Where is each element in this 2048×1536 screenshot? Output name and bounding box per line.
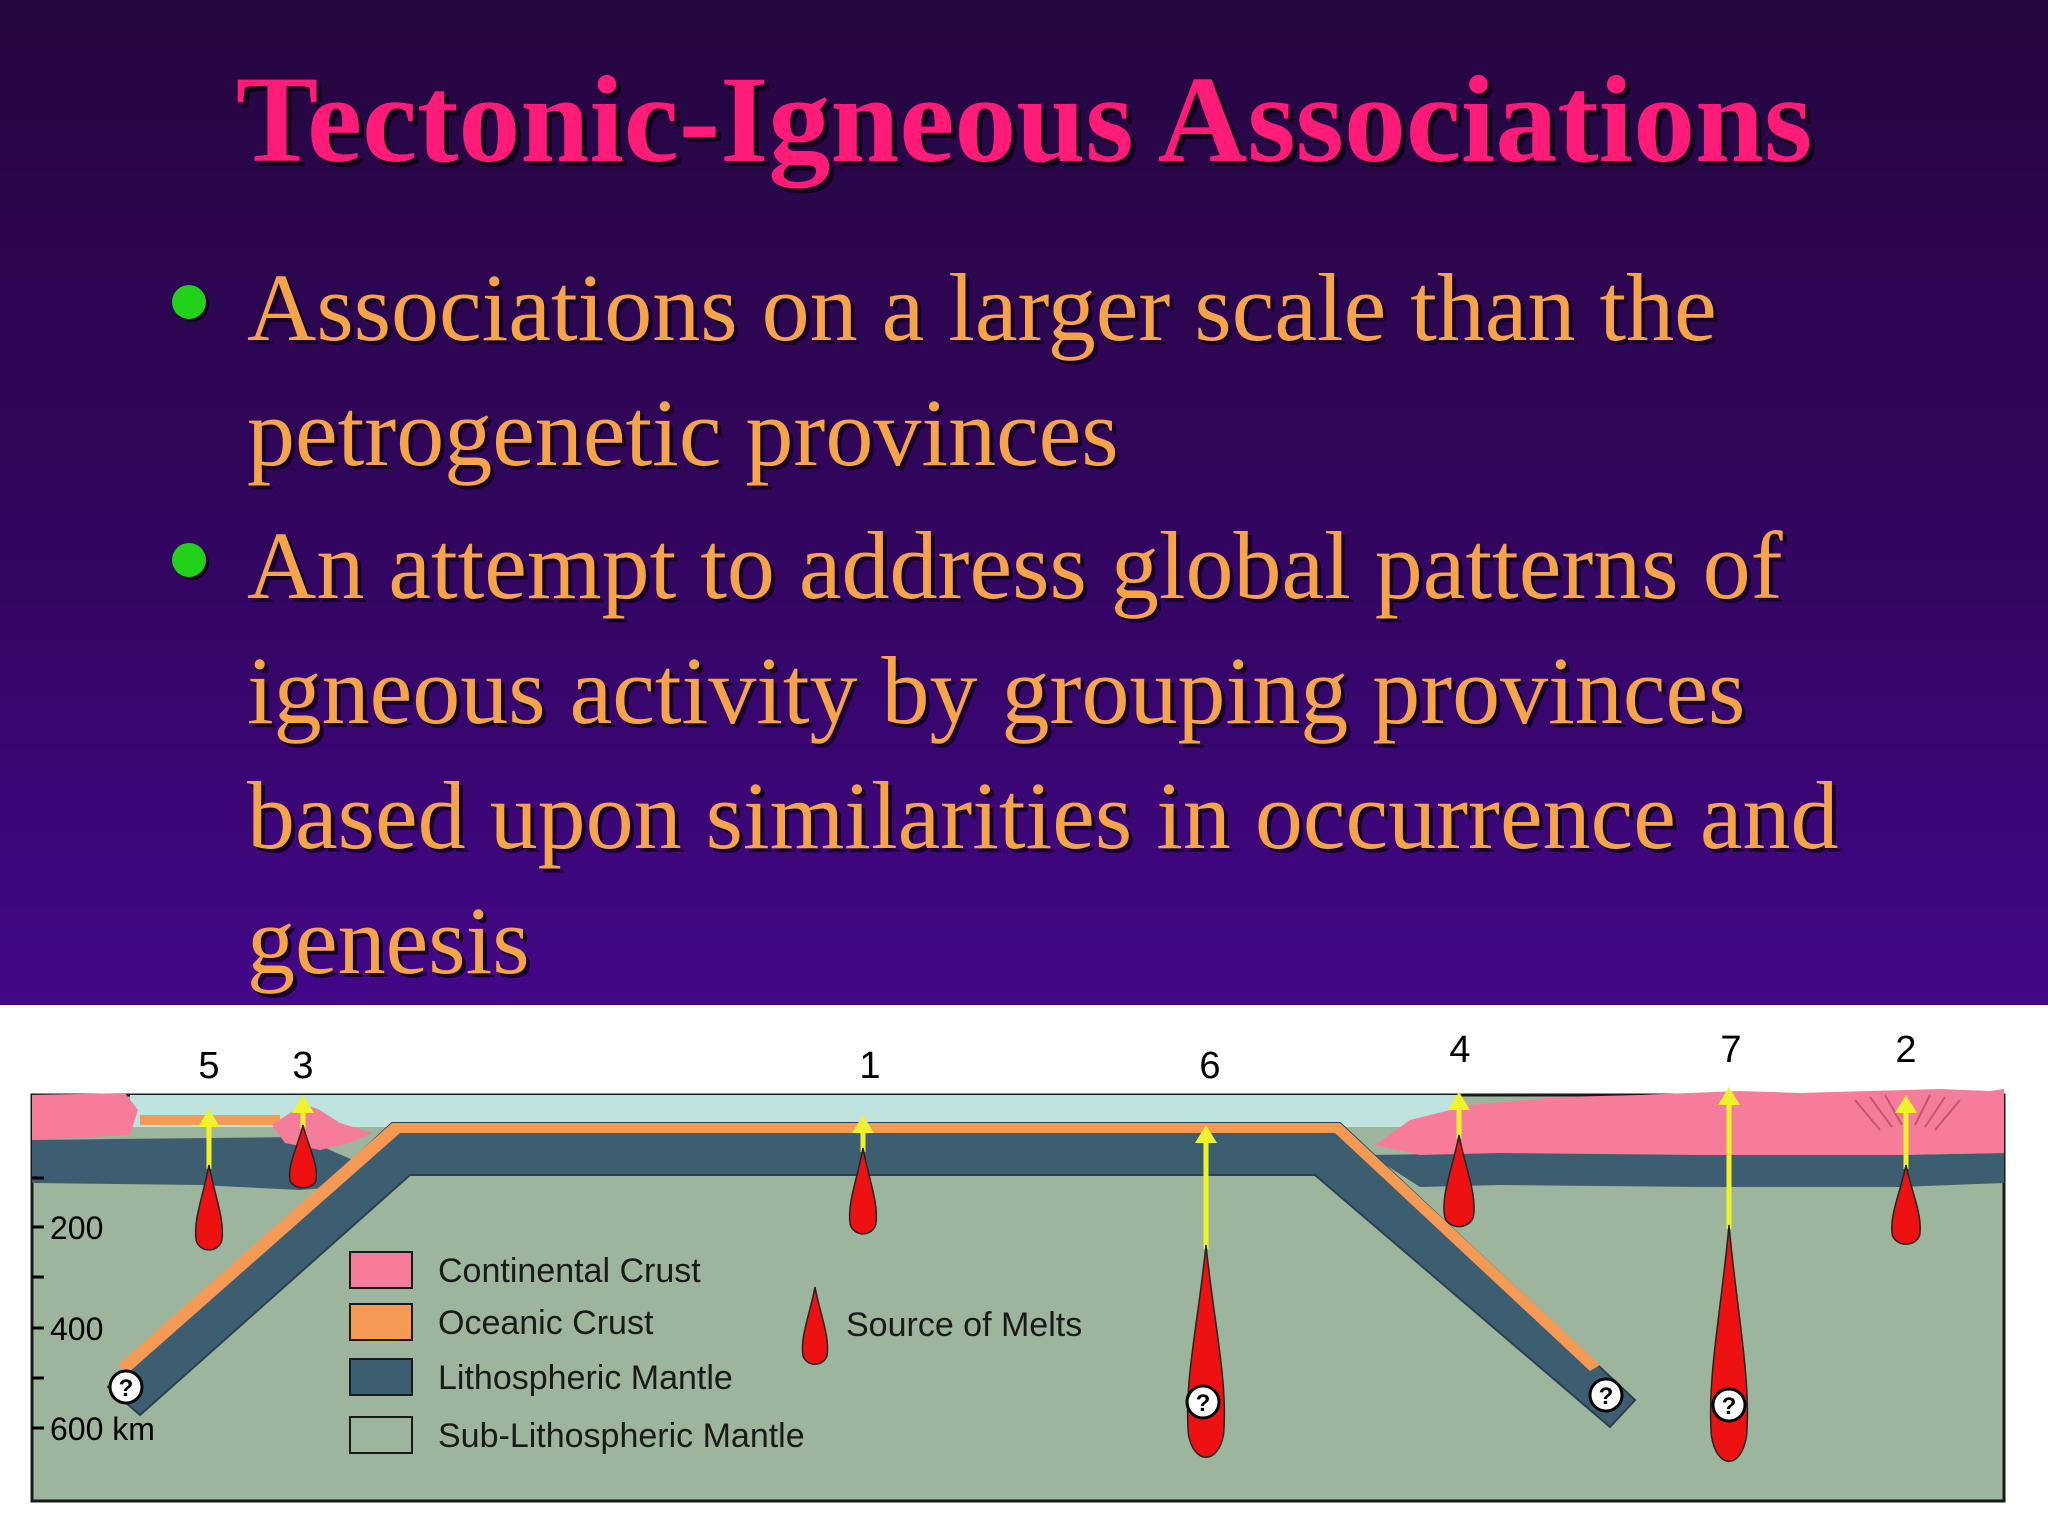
unknown-source-circle	[1185, 1384, 1221, 1420]
site-marker-4: 4	[1449, 1029, 1470, 1071]
legend-swatch-oceanic-crust	[349, 1303, 413, 1341]
right-continental-crust	[1375, 1089, 2004, 1155]
bullet-item: Associations on a larger scale than the …	[0, 245, 2048, 495]
melt-path-arrowhead	[1195, 1125, 1217, 1143]
island-arc-crust	[272, 1105, 372, 1150]
melt-source-drop	[1891, 1164, 1921, 1245]
legend-melt-icon	[801, 1286, 829, 1365]
melt-source-drop	[194, 1164, 224, 1251]
melt-source-drop	[848, 1147, 878, 1235]
bullet-text: Associations on a larger scale than the …	[247, 254, 1717, 486]
slide-background	[0, 0, 2048, 1005]
legend-swatch-lithospheric-mantle	[349, 1358, 413, 1396]
melt-path-arrowhead	[1895, 1095, 1917, 1113]
legend-swatch-sub-lithospheric-mantle	[349, 1416, 413, 1454]
site-marker-1: 1	[859, 1045, 880, 1087]
site-marker-2: 2	[1895, 1029, 1916, 1071]
legend-label-sub-lithospheric-mantle: Sub-Lithospheric Mantle	[438, 1417, 805, 1455]
unknown-source-markers: ????	[108, 1369, 1747, 1423]
site-marker-7: 7	[1720, 1029, 1741, 1071]
legend-melt-drop	[801, 1286, 829, 1365]
melt-path-arrowhead	[292, 1095, 314, 1113]
unknown-source-question-icon: ?	[1599, 1383, 1614, 1410]
unknown-source-circle	[108, 1369, 144, 1405]
depth-label-400: 400	[50, 1311, 103, 1347]
unknown-source-question-icon: ?	[1722, 1393, 1737, 1420]
left-continental-crust	[32, 1093, 138, 1140]
melt-path-arrowhead	[1448, 1092, 1470, 1110]
unknown-source-question-icon: ?	[119, 1375, 134, 1402]
site-marker-5: 5	[198, 1045, 219, 1087]
legend-label-lithospheric-mantle: Lithospheric Mantle	[438, 1359, 733, 1397]
bullet-dot-icon	[172, 543, 206, 577]
site-marker-3: 3	[292, 1045, 313, 1087]
legend-swatch-continental-crust	[349, 1251, 413, 1289]
unknown-source-question-icon: ?	[1196, 1390, 1211, 1417]
melt-path-arrowhead	[852, 1115, 874, 1133]
legend-label-continental-crust: Continental Crust	[438, 1252, 701, 1290]
bullet-dot-icon	[172, 285, 206, 319]
depth-axis	[32, 1176, 44, 1430]
bullet-item: An attempt to address global patterns of…	[0, 503, 2048, 1003]
tectonic-cross-section-diagram: 200 400 600 km 5 3 1 6 4 7 2 Continental…	[0, 1005, 2048, 1536]
bullet-list: Associations on a larger scale than the …	[0, 245, 2048, 1011]
site-marker-6: 6	[1199, 1045, 1220, 1087]
bullet-text: An attempt to address global patterns of…	[247, 512, 1839, 994]
slide-title: Tectonic-Igneous Associations	[235, 51, 1813, 188]
legend-label-source-of-melts: Source of Melts	[846, 1306, 1082, 1344]
unknown-source-circle	[1588, 1377, 1624, 1413]
depth-label-200: 200	[50, 1210, 103, 1246]
depth-label-600: 600 km	[50, 1411, 155, 1447]
legend-label-oceanic-crust: Oceanic Crust	[438, 1304, 654, 1342]
melt-source-drop	[288, 1124, 318, 1189]
right-continental-lithosphere	[1370, 1153, 2004, 1187]
melt-source-drop	[1443, 1134, 1475, 1228]
left-continental-lithosphere	[32, 1137, 360, 1190]
melt-path-arrowhead	[198, 1109, 220, 1127]
ocean-water	[130, 1095, 1460, 1127]
unknown-source-circle	[1711, 1387, 1747, 1423]
rift-faults	[1854, 1094, 1961, 1131]
cross-section-svg: 200 400 600 km 5 3 1 6 4 7 2 Continental…	[30, 1029, 2006, 1503]
melt-path-arrowhead	[1718, 1087, 1740, 1105]
